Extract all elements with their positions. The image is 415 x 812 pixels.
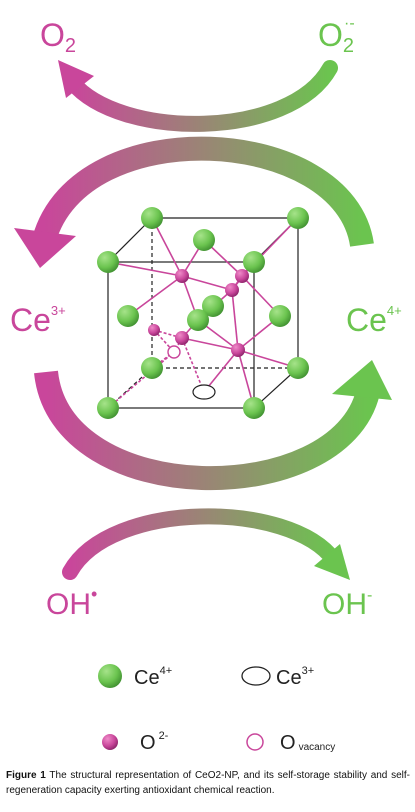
o2-atom xyxy=(225,283,239,297)
ce4-atom xyxy=(117,305,139,327)
label-oh-minus: OH- xyxy=(322,587,372,621)
ce4-atom xyxy=(97,251,119,273)
o2-atom xyxy=(175,331,189,345)
ce4-atom xyxy=(202,295,224,317)
o2-atom xyxy=(231,343,245,357)
figure-caption: Figure 1 The structural representation o… xyxy=(6,769,410,798)
o2-atom xyxy=(148,324,160,336)
label-ce3: Ce3+ xyxy=(10,302,66,338)
ce4-atom xyxy=(243,397,265,419)
upper-redox-arc xyxy=(14,136,374,268)
bottom-arrow xyxy=(62,508,350,580)
label-o2: O2 xyxy=(40,17,76,57)
ce4-atoms xyxy=(97,207,309,419)
legend-vacancy-swatch xyxy=(246,733,264,751)
caption-label: Figure 1 xyxy=(6,770,46,781)
legend-ce4-label: Ce4+ xyxy=(134,665,172,689)
crystal-cube xyxy=(107,217,299,409)
top-arrow xyxy=(58,60,338,132)
o-vacancy xyxy=(167,345,181,359)
ceria-redox-diagram: O2 O2·- Ce3+ Ce4+ OH• OH- xyxy=(10,15,402,754)
ce4-atom xyxy=(141,207,163,229)
ce4-atom xyxy=(287,207,309,229)
ce4-atom xyxy=(187,309,209,331)
caption-text: The structural representation of CeO2-NP… xyxy=(6,770,410,796)
label-superoxide: O2·- xyxy=(318,15,355,57)
o2-atom xyxy=(175,269,189,283)
legend-ce4-swatch xyxy=(98,664,122,688)
ce3-site xyxy=(192,384,216,400)
ce4-atom xyxy=(193,229,215,251)
ce4-atom xyxy=(141,357,163,379)
legend-ce3-label: Ce3+ xyxy=(276,665,314,689)
o2-atoms xyxy=(148,269,249,357)
ce4-atom xyxy=(243,251,265,273)
lower-redox-arc xyxy=(34,360,392,490)
o2-atom xyxy=(235,269,249,283)
label-ce4: Ce4+ xyxy=(346,302,402,338)
ce4-atom xyxy=(97,397,119,419)
legend-o2-swatch xyxy=(102,734,118,750)
ce4-atom xyxy=(287,357,309,379)
legend-ce3-swatch xyxy=(241,666,271,686)
label-oh-radical: OH• xyxy=(46,584,97,621)
ce4-atom xyxy=(269,305,291,327)
